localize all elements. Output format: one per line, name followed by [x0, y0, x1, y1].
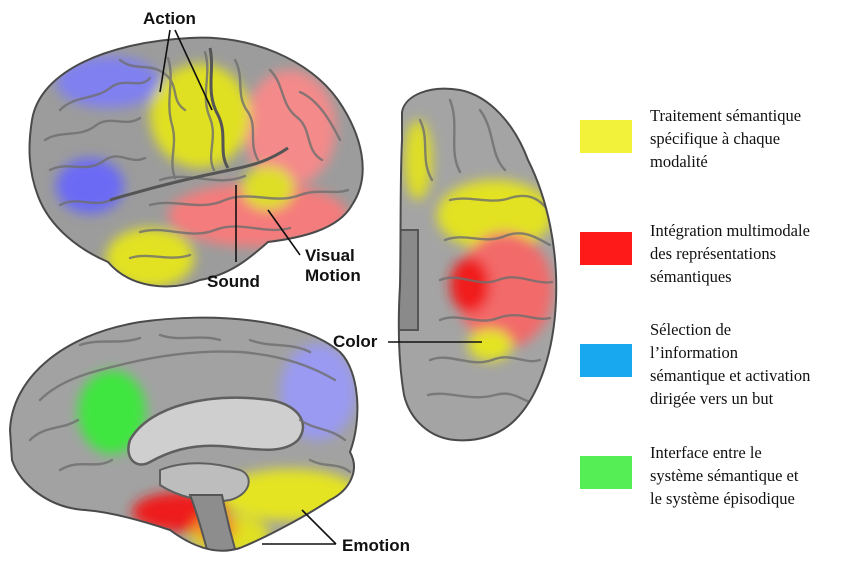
legend-text-episodic-interface: Interface entre le système sémantique et…: [650, 441, 850, 510]
legend-line: Interface entre le: [650, 441, 850, 464]
legend-text-goal-directed-selection: Sélection de l’information sémantique et…: [650, 318, 850, 410]
lateral-yellow-motion: [242, 166, 294, 210]
legend-swatch-blue: [580, 344, 632, 377]
legend-text-multimodal-integration: Intégration multimodale des représentati…: [650, 219, 850, 288]
legend-line: Intégration multimodale: [650, 219, 850, 242]
label-color: Color: [333, 332, 377, 352]
label-visual-motion-line2: Motion: [305, 266, 361, 286]
ventral-red-core: [450, 257, 490, 313]
lateral-yellow-motor: [150, 64, 250, 168]
legend-line: spécifique à chaque: [650, 127, 850, 150]
legend-line: des représentations: [650, 242, 850, 265]
legend-line: l’information: [650, 341, 850, 364]
label-sound: Sound: [207, 272, 260, 292]
legend-text-semantic-processing: Traitement sémantique spécifique à chaqu…: [650, 104, 850, 173]
legend-line: sémantique et activation: [650, 364, 850, 387]
label-emotion: Emotion: [342, 536, 410, 556]
legend-swatch-yellow: [580, 120, 632, 153]
legend-swatch-green: [580, 456, 632, 489]
emotion-pointer-1: [302, 510, 336, 544]
label-action: Action: [143, 9, 196, 29]
label-visual-motion: Visual Motion: [305, 246, 361, 285]
ventral-brain: [380, 80, 580, 450]
legend-line: Traitement sémantique: [650, 104, 850, 127]
legend-line: le système épisodique: [650, 487, 850, 510]
legend-swatch-red: [580, 232, 632, 265]
legend-line: modalité: [650, 150, 850, 173]
label-visual-motion-line1: Visual: [305, 246, 361, 266]
legend-line: Sélection de: [650, 318, 850, 341]
legend-line: dirigée vers un but: [650, 387, 850, 410]
ventral-yellow-strip: [404, 120, 432, 200]
legend-line: sémantiques: [650, 265, 850, 288]
legend-line: système sémantique et: [650, 464, 850, 487]
